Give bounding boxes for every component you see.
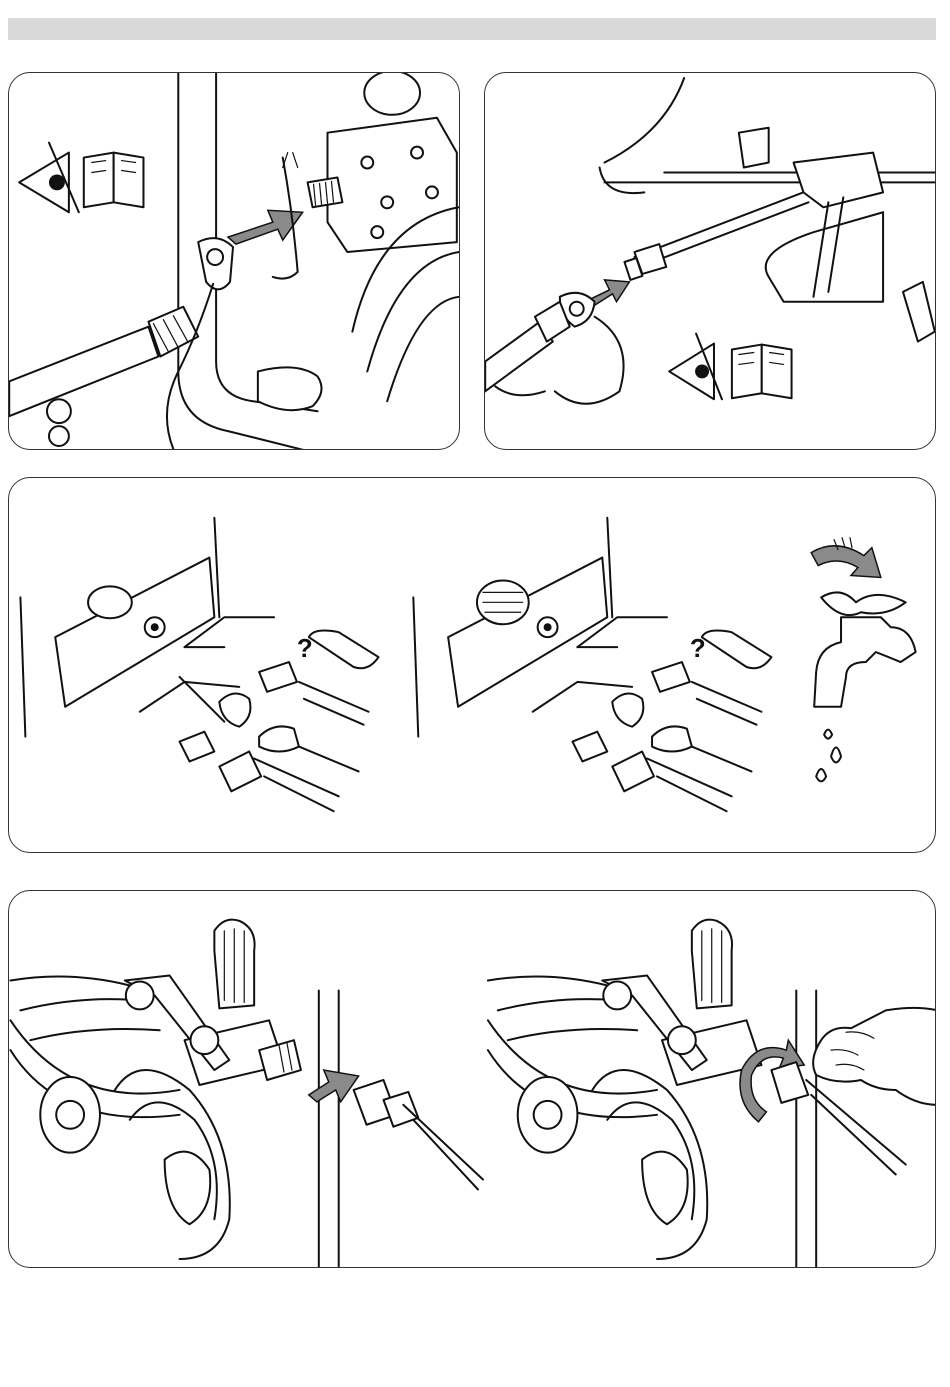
panel-safety-cable-lance xyxy=(484,72,936,450)
pump-hose-insert xyxy=(10,920,482,1267)
panel-high-pressure-hose xyxy=(8,890,936,1268)
panel-safety-cable-gun xyxy=(8,72,460,450)
illustration-safety-cable-lance xyxy=(485,73,935,449)
tap-icon xyxy=(811,538,915,782)
water-inlet-variant-b: ? xyxy=(413,518,771,811)
illustration-water-inlet: ? ? xyxy=(9,478,935,852)
water-inlet-variant-a: ? xyxy=(20,518,378,811)
tap-symbol-a: ? xyxy=(297,635,313,663)
illustration-safety-cable-gun xyxy=(9,73,459,449)
hand-icon xyxy=(813,1008,935,1105)
eye-book-icon xyxy=(669,334,791,400)
panel-water-inlet: ? ? xyxy=(8,477,936,853)
pump-hose-tighten xyxy=(488,920,935,1267)
tap-symbol-b: ? xyxy=(690,635,706,663)
eye-book-icon xyxy=(19,143,143,213)
illustration-high-pressure-hose xyxy=(9,891,935,1267)
header-bar xyxy=(8,18,936,40)
